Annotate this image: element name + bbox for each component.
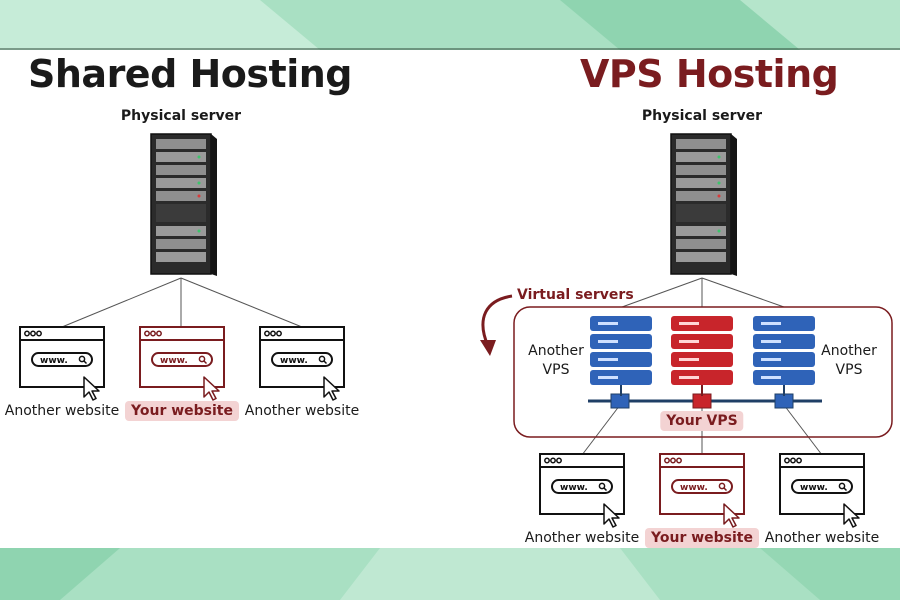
curved-arrow-icon bbox=[480, 294, 513, 356]
shared-website-label: Another website bbox=[244, 403, 360, 419]
mouse-cursor-icon bbox=[83, 376, 100, 401]
your-website-browser-icon: www. bbox=[659, 453, 745, 528]
shared-website-label: Another website bbox=[4, 403, 120, 419]
vps-stack-right-icon bbox=[753, 316, 815, 396]
browser-window-icon: www. bbox=[779, 453, 865, 528]
url-bar: www. bbox=[271, 352, 333, 367]
shared-your-website-label: Your website bbox=[125, 401, 239, 421]
browser-windows: www. www. www. www. www. www. bbox=[19, 326, 865, 528]
virtual-servers-container bbox=[513, 306, 893, 438]
url-bar: www. bbox=[671, 479, 733, 494]
url-text: www. bbox=[280, 356, 308, 366]
another-vps-right-label: Another VPS bbox=[821, 343, 877, 378]
vps-physical-server-caption: Physical server bbox=[641, 108, 763, 124]
url-bar: www. bbox=[551, 479, 613, 494]
magnifier-icon bbox=[198, 355, 208, 365]
bottom-decorative-band bbox=[0, 548, 900, 600]
vps-stack-your-icon bbox=[671, 316, 733, 396]
shared-connection-lines bbox=[61, 277, 303, 328]
magnifier-icon bbox=[718, 482, 728, 492]
magnifier-icon bbox=[598, 482, 608, 492]
url-text: www. bbox=[160, 356, 188, 366]
url-text: www. bbox=[680, 483, 708, 493]
vps-hosting-title: VPS Hosting bbox=[580, 52, 839, 96]
url-bar: www. bbox=[151, 352, 213, 367]
mouse-cursor-icon bbox=[723, 503, 740, 528]
browser-window-icon: www. bbox=[259, 326, 345, 401]
vps-website-label: Another website bbox=[764, 530, 880, 546]
mouse-cursor-icon bbox=[203, 376, 220, 401]
url-text: www. bbox=[40, 356, 68, 366]
magnifier-icon bbox=[318, 355, 328, 365]
browser-window-icon: www. bbox=[19, 326, 105, 401]
vps-physical-server-icon bbox=[670, 133, 738, 277]
mouse-cursor-icon bbox=[323, 376, 340, 401]
shared-physical-server-icon bbox=[150, 133, 218, 277]
vps-network-bar bbox=[588, 393, 822, 409]
url-bar: www. bbox=[31, 352, 93, 367]
shared-physical-server-caption: Physical server bbox=[120, 108, 242, 124]
your-vps-label: Your VPS bbox=[660, 411, 744, 431]
your-website-browser-icon: www. bbox=[139, 326, 225, 401]
magnifier-icon bbox=[78, 355, 88, 365]
mouse-cursor-icon bbox=[843, 503, 860, 528]
virtual-servers-label: Virtual servers bbox=[517, 287, 634, 303]
browser-window-icon: www. bbox=[539, 453, 625, 528]
top-decorative-band bbox=[0, 0, 900, 50]
shared-hosting-title: Shared Hosting bbox=[28, 52, 352, 96]
another-vps-left-label: Another VPS bbox=[528, 343, 584, 378]
vps-stack-left-icon bbox=[590, 316, 652, 396]
magnifier-icon bbox=[838, 482, 848, 492]
mouse-cursor-icon bbox=[603, 503, 620, 528]
url-bar: www. bbox=[791, 479, 853, 494]
vps-website-label: Another website bbox=[524, 530, 640, 546]
vps-your-website-label: Your website bbox=[645, 528, 759, 548]
url-text: www. bbox=[560, 483, 588, 493]
url-text: www. bbox=[800, 483, 828, 493]
